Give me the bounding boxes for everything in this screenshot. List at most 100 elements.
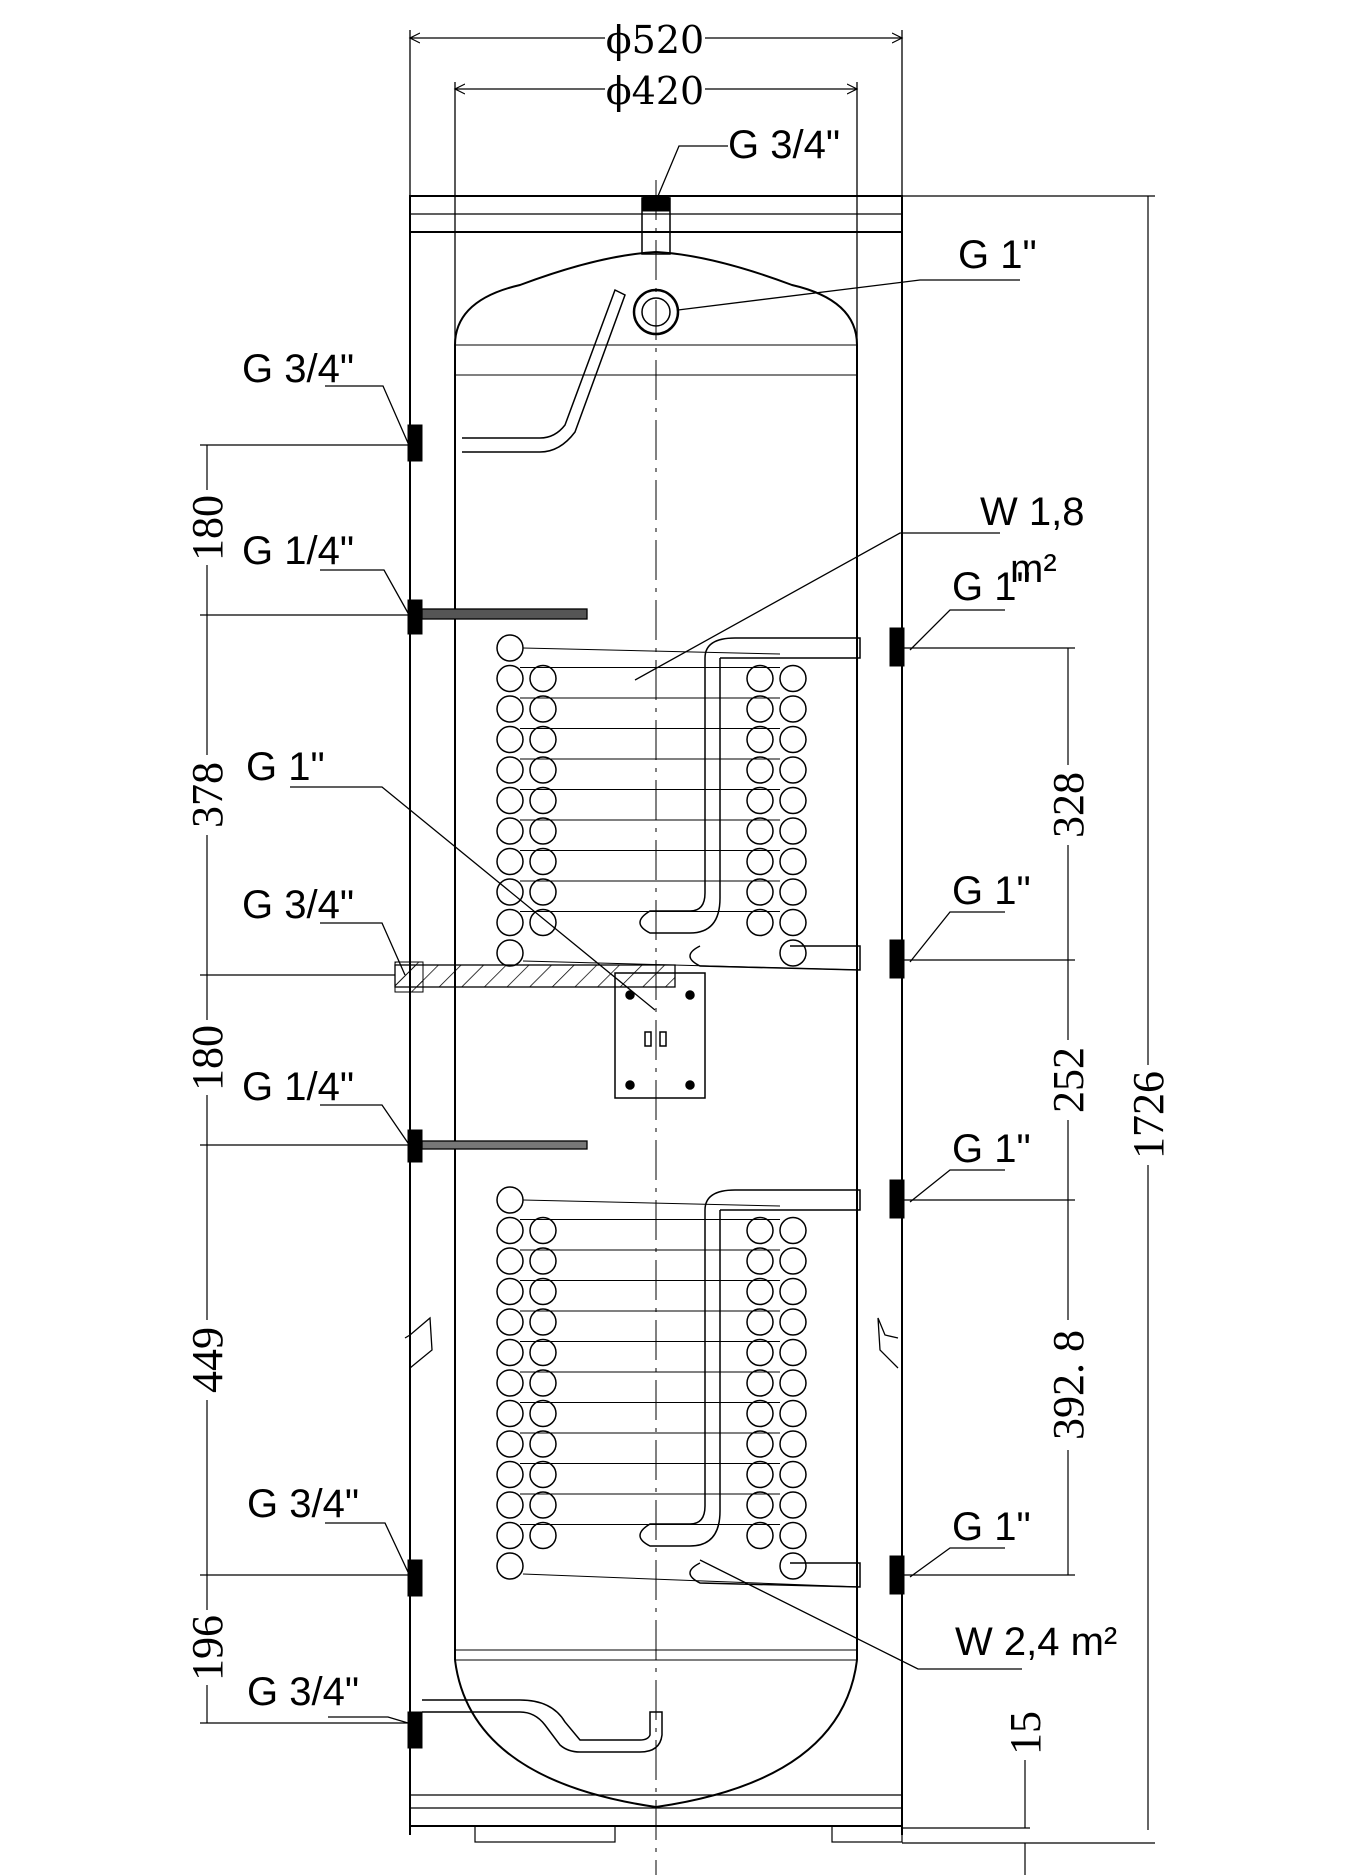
coil-tube [496, 1399, 524, 1428]
coil-winding [522, 960, 861, 971]
coil-tube [529, 817, 557, 845]
coil-tube [746, 1216, 774, 1245]
dim-328: 328 [1044, 772, 1093, 838]
coil-tube [496, 1277, 524, 1306]
coil-tube [746, 908, 774, 937]
dim-378: 378 [183, 762, 232, 828]
right-fittings [889, 627, 905, 1595]
label-right-coil2-out: G 1" [952, 1505, 1031, 1549]
label-right-coil1-in: G 1" [952, 565, 1031, 609]
label-left-lower: G 3/4" [247, 1482, 359, 1526]
coil-tube [746, 1277, 774, 1306]
coil-tube [779, 1308, 807, 1336]
dim-total-height: 1726 [1124, 1071, 1173, 1159]
heater-element [394, 964, 676, 988]
coil-tube [496, 756, 524, 784]
label-left-bottom: G 3/4" [247, 1670, 359, 1714]
coil-tube [529, 1247, 557, 1275]
coil-tube [746, 695, 774, 723]
coil-tube [746, 1338, 774, 1367]
coil-tube [496, 847, 524, 876]
coil-tube [496, 817, 524, 845]
coil-tube [496, 1369, 524, 1397]
coil-tube [746, 756, 774, 784]
coil-tube [529, 1277, 557, 1306]
coil-tube [496, 1247, 524, 1275]
coil-tube [496, 1186, 524, 1214]
coil-tube [496, 1491, 524, 1519]
coil-tube [746, 664, 774, 693]
dim-180-upper: 180 [183, 495, 232, 561]
control-box [614, 972, 706, 1099]
coil-tube [529, 1308, 557, 1336]
coil-tube [746, 1521, 774, 1550]
coil-tube [529, 908, 557, 937]
coil-tube [529, 695, 557, 723]
coil-tube [779, 1216, 807, 1245]
coil-tube [529, 1216, 557, 1245]
coil-tube [779, 817, 807, 845]
dim-252: 252 [1044, 1047, 1093, 1113]
coil-tube [529, 847, 557, 876]
coil-tube [529, 664, 557, 693]
coil-tube [496, 664, 524, 693]
coil-tube [746, 1491, 774, 1519]
inner-diameter-label: ϕ420 [606, 69, 704, 113]
label-upper-coil-unit: m² [1010, 547, 1057, 591]
coil-tube [496, 725, 524, 754]
coil-tube [779, 847, 807, 876]
coil-tube [496, 1430, 524, 1458]
dim-392-8: 392. 8 [1044, 1330, 1093, 1440]
coil-tube [779, 695, 807, 723]
label-left-sensor-1: G 1/4" [242, 529, 354, 573]
coil-tube [496, 786, 524, 815]
label-lower-coil-area: W 2,4 m² [955, 1620, 1117, 1664]
label-upper-coil-area: W 1,8 [980, 490, 1084, 534]
coil-tube [779, 1491, 807, 1519]
coil-tube [496, 1338, 524, 1367]
coil-tube [779, 756, 807, 784]
label-right-coil2-in: G 1" [952, 1127, 1031, 1171]
outer-diameter-label: ϕ520 [606, 18, 704, 62]
coil-tube [779, 786, 807, 815]
upper-coil [496, 634, 861, 971]
coil-tube [496, 908, 524, 937]
coil-tube [779, 939, 807, 967]
coil-tube [779, 908, 807, 937]
coil-tube [746, 725, 774, 754]
coil-riser-pipe [639, 1189, 861, 1547]
coil-tube [746, 878, 774, 906]
coil-tube [746, 786, 774, 815]
label-left-center-g1: G 1" [246, 745, 325, 789]
coil-tube [779, 664, 807, 693]
coil-tube [746, 847, 774, 876]
left-probes [394, 608, 899, 1753]
label-left-upper-hot: G 3/4" [242, 347, 354, 391]
dim-180-lower: 180 [183, 1025, 232, 1091]
coil-tube [496, 1308, 524, 1336]
coil-tube [529, 1399, 557, 1428]
coil-tube [746, 1369, 774, 1397]
coil-tube [779, 1338, 807, 1367]
coil-tube [496, 695, 524, 723]
coil-tube [779, 725, 807, 754]
coil-tube [496, 939, 524, 967]
coil-tube [496, 1460, 524, 1489]
dim-449: 449 [183, 1327, 232, 1393]
coil-winding [522, 1199, 781, 1207]
coil-tube [529, 1460, 557, 1489]
coil-tube [496, 1552, 524, 1580]
coil-winding [522, 1573, 861, 1588]
coil-tube [779, 1247, 807, 1275]
coil-tube [529, 1338, 557, 1367]
coil-tube [496, 1216, 524, 1245]
coil-tube [529, 1430, 557, 1458]
coil-tube [779, 1552, 807, 1580]
coil-tube [779, 1521, 807, 1550]
coil-tube [746, 1308, 774, 1336]
coil-tube [779, 1369, 807, 1397]
coil-tube [779, 1430, 807, 1458]
leader-lines [290, 145, 1022, 1724]
label-top-outlet: G 3/4" [728, 123, 840, 167]
